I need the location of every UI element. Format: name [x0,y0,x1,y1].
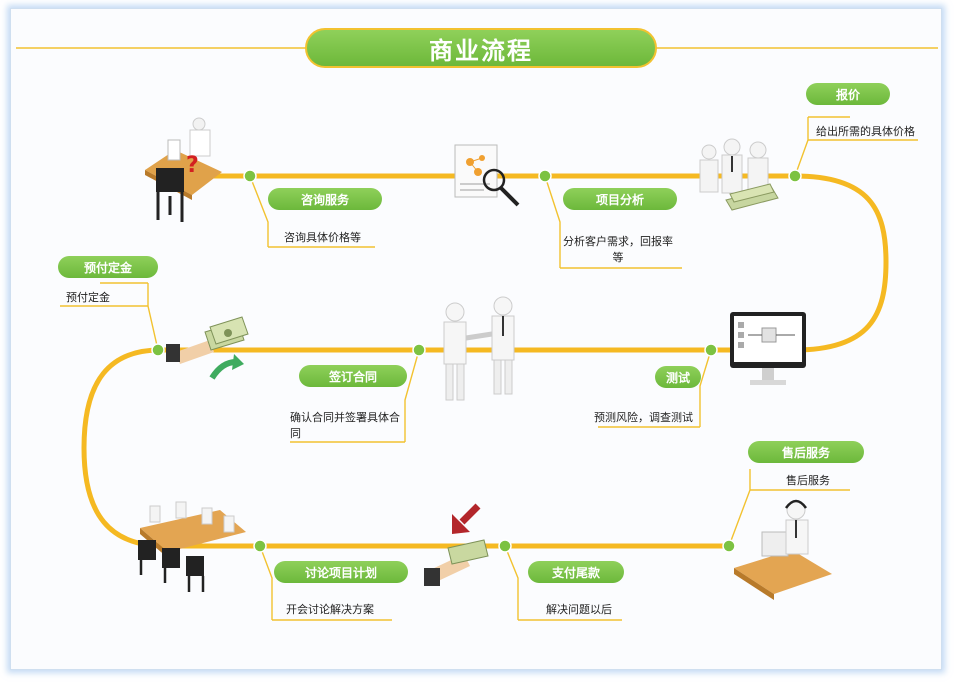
label-test: 测试 [655,366,701,388]
node-consult [243,169,257,183]
handshake-icon [443,296,515,401]
label-plan: 讨论项目计划 [274,561,408,583]
node-contract [412,343,426,357]
desc-plan: 开会讨论解决方案 [286,603,374,616]
business-team-icon [699,138,779,211]
desc-consult: 咨询具体价格等 [284,231,361,244]
node-test [704,343,718,357]
connector-aftersales [728,469,751,547]
node-plan [253,539,267,553]
final-payment-icon [424,503,489,586]
node-analysis [538,169,552,183]
label-quote: 报价 [806,83,890,105]
meeting-table-icon [138,501,246,592]
connector-deposit [147,283,159,351]
page-title: 商业流程 [305,28,657,68]
desc-deposit: 预付定金 [66,291,110,304]
label-final: 支付尾款 [528,561,624,583]
nodes [151,169,802,553]
desc-test: 预测风险，调查测试 [594,411,693,424]
connector-plan [259,545,273,620]
desc-aftersales: 售后服务 [786,474,830,487]
connector-quote [794,117,809,177]
document-search-icon [454,144,520,207]
desc-quote: 给出所需的具体价格 [816,125,915,138]
text-underlines [60,116,918,621]
label-contract: 签订合同 [299,365,407,387]
node-aftersales [722,539,736,553]
label-deposit: 预付定金 [58,256,158,278]
label-aftersales: 售后服务 [748,441,864,463]
connector-consult [249,175,269,247]
label-consult: 咨询服务 [268,188,382,210]
money-payment-icon [166,316,249,380]
label-analysis: 项目分析 [563,188,677,210]
connector-analysis [544,175,561,268]
node-quote [788,169,802,183]
connector-contract [404,349,420,442]
svg-text:?: ? [186,153,199,178]
desc-contract: 确认合同并签署具体合同 [290,411,400,440]
process-track [81,173,889,549]
consultation-desk-icon: ? [145,117,222,222]
customer-service-icon [734,499,832,600]
desc-final: 解决问题以后 [546,603,612,616]
desc-analysis: 分析客户需求，回报率等 [563,235,673,264]
node-final [498,539,512,553]
connector-final [504,545,519,620]
connector-test [699,349,712,427]
computer-monitor-icon [730,312,806,385]
node-deposit [151,343,165,357]
